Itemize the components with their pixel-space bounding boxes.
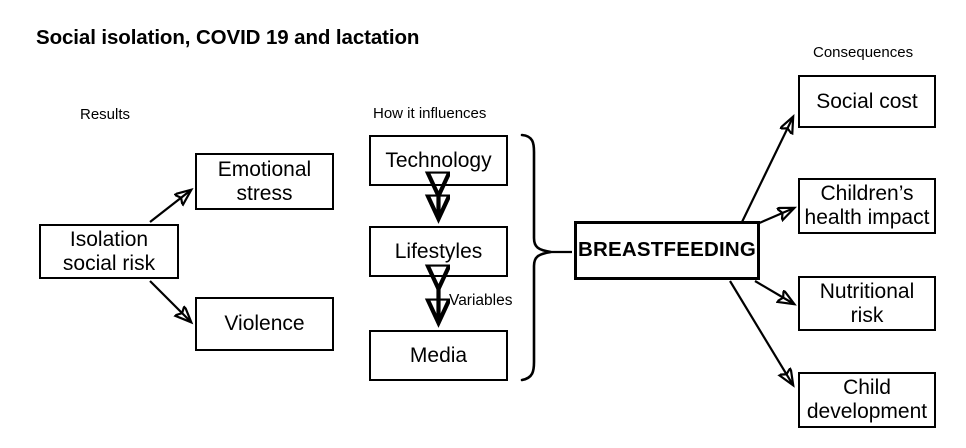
arrow-isolation-to-emotional-stress [149,190,191,223]
arrow-breastfeeding-to-childrens-health-impact [756,208,794,226]
node-line-1: Emotional [217,157,312,181]
node-breastfeeding[interactable]: BREASTFEEDING [574,221,760,280]
node-violence[interactable]: Violence [195,297,334,351]
node-technology-label: Technology [385,148,492,172]
node-emotional-stress[interactable]: Emotional stress [195,153,334,210]
section-label-consequences: Consequences [813,44,914,61]
node-media-label: Media [409,343,468,367]
node-line-2: social risk [62,251,156,275]
node-social-cost-label: Social cost [816,89,918,113]
node-line-1: Isolation [69,227,149,251]
arrow-breastfeeding-to-child-development [729,280,793,385]
node-childrens-health-impact[interactable]: Children’s health impact [798,178,936,234]
node-child-development-label: Child development [807,376,927,423]
node-line-2: stress [236,181,293,205]
arrow-breastfeeding-to-social-cost [741,117,793,223]
node-violence-label: Violence [224,312,305,336]
node-nutritional-risk[interactable]: Nutritional risk [798,276,936,331]
node-lifestyles-label: Lifestyles [394,239,483,263]
arrow-breastfeeding-to-nutritional-risk [754,280,794,304]
brace-variables-group [520,133,552,382]
node-nutritional-risk-label: Nutritional risk [820,280,915,327]
node-media[interactable]: Media [369,330,508,381]
section-label-results: Results [80,106,131,123]
node-social-cost[interactable]: Social cost [798,75,936,128]
page-title: Social isolation, COVID 19 and lactation [36,26,420,49]
node-isolation-social-risk-label: Isolation social risk [63,228,155,275]
node-lifestyles[interactable]: Lifestyles [369,226,508,277]
node-childrens-health-impact-label: Children’s health impact [805,182,930,229]
node-line-2: health impact [804,206,930,229]
node-line-1: Child [843,376,891,400]
section-label-how-it-influences: How it influences [373,105,487,122]
node-isolation-social-risk[interactable]: Isolation social risk [39,224,179,279]
node-emotional-stress-label: Emotional stress [218,158,311,205]
node-child-development[interactable]: Child development [798,372,936,428]
edge-label-variables: Variables [449,292,513,309]
node-line-1: Children’s [820,182,914,206]
arrow-isolation-to-violence [149,280,191,322]
node-line-2: risk [850,303,884,327]
node-line-2: development [806,400,928,423]
node-breastfeeding-label: BREASTFEEDING [578,238,757,262]
node-line-1: Nutritional [819,279,915,303]
node-technology[interactable]: Technology [369,135,508,186]
